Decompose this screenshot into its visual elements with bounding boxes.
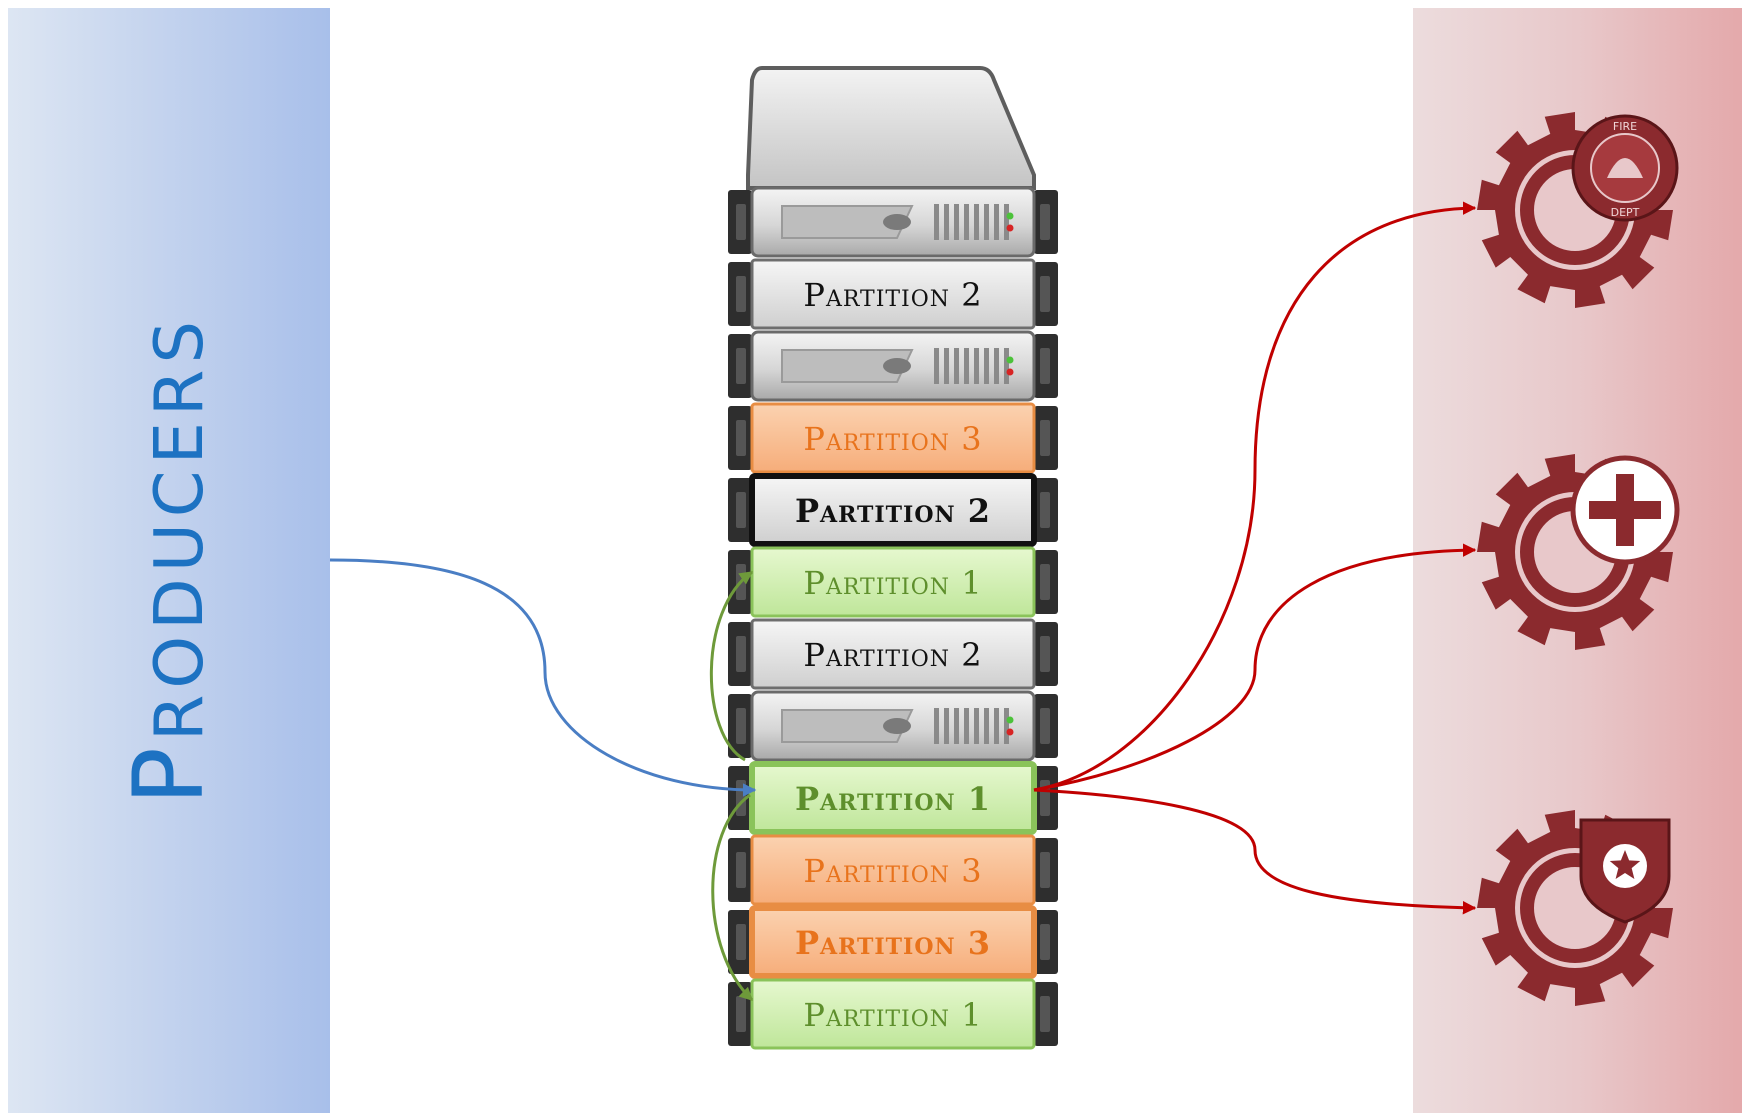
fire-badge-bottom-text: DEPT: [1611, 206, 1640, 219]
vent-slot: [984, 348, 989, 384]
partition-label: Partition 2: [803, 276, 982, 314]
rack-ear-hole: [1040, 924, 1050, 960]
rack-ear-hole: [1040, 636, 1050, 672]
power-button-icon: [883, 214, 911, 230]
vent-slot: [964, 204, 969, 240]
vent-slot: [964, 708, 969, 744]
power-button-icon: [883, 358, 911, 374]
rack-ear-hole: [736, 636, 746, 672]
consumer-arrow-medical: [1033, 543, 1477, 792]
rack-ear-hole: [1040, 204, 1050, 240]
vent-slot: [974, 348, 979, 384]
rack-ear-hole: [736, 420, 746, 456]
status-led-green: [1006, 356, 1014, 364]
partition-slot-1: Partition 1: [750, 978, 1036, 1050]
partition-label: Partition 1: [803, 564, 982, 602]
status-led-red: [1006, 368, 1014, 376]
vent-slot: [934, 708, 939, 744]
vent-slot: [954, 708, 959, 744]
rack-ear-hole: [1040, 852, 1050, 888]
vent-slot: [984, 204, 989, 240]
vent-slot: [974, 708, 979, 744]
rack-ear-hole: [736, 348, 746, 384]
fire-badge-icon: FIRE DEPT: [1571, 114, 1679, 222]
partition-slot-2-leader: Partition 2: [749, 473, 1037, 547]
partition-label: Partition 3: [803, 852, 982, 890]
partition-label: Partition 1: [795, 780, 991, 818]
rack-ear-hole: [736, 204, 746, 240]
rack-ear-hole: [1040, 996, 1050, 1032]
vent-slot: [934, 204, 939, 240]
rack-ear-hole: [1040, 420, 1050, 456]
partition-label: Partition 2: [803, 636, 982, 674]
partition-slot-1: Partition 1: [750, 546, 1036, 618]
drive-bay: [781, 205, 914, 239]
red-cross-icon: [1570, 455, 1680, 565]
vent-slot: [944, 348, 949, 384]
partition-slot-3: Partition 3: [750, 834, 1036, 906]
fire-badge-top-text: FIRE: [1613, 120, 1637, 133]
rack-ear-hole: [1040, 564, 1050, 600]
consumer-police: [1477, 810, 1673, 1006]
rack-ear-hole: [1040, 492, 1050, 528]
status-led-green: [1006, 716, 1014, 724]
vent-slot: [974, 204, 979, 240]
partition-label: Partition 2: [795, 492, 991, 530]
server-unit: [750, 690, 1036, 762]
consumer-fire-department: FIRE DEPT: [1477, 112, 1679, 308]
drive-bay: [781, 349, 914, 383]
consumer-medical: [1477, 454, 1680, 650]
rack-ear-hole: [736, 276, 746, 312]
rack-ear-hole: [1040, 276, 1050, 312]
consumer-arrow-police: [1033, 788, 1477, 915]
vent-slot: [954, 204, 959, 240]
vent-slot: [934, 348, 939, 384]
consumer-arrow-fire: [1033, 201, 1477, 792]
vent-slot: [944, 204, 949, 240]
vent-slot: [1004, 348, 1009, 384]
partition-slot-3: Partition 3: [750, 402, 1036, 474]
partition-slot-1-leader: Partition 1: [749, 761, 1037, 835]
vent-slot: [1004, 204, 1009, 240]
server-unit: [750, 330, 1036, 402]
rack-ear-hole: [736, 708, 746, 744]
vent-slot: [984, 708, 989, 744]
status-led-green: [1006, 212, 1014, 220]
rack-ear-hole: [1040, 708, 1050, 744]
status-led-red: [1006, 224, 1014, 232]
consumers-group: FIRE DEPT: [1477, 112, 1680, 1006]
producer-line: [329, 558, 757, 797]
rack-ear-hole: [736, 996, 746, 1032]
vent-slot: [964, 348, 969, 384]
vent-slot: [994, 204, 999, 240]
partition-label: Partition 3: [795, 924, 991, 962]
vent-slot: [1004, 708, 1009, 744]
partition-slot-3-leader: Partition 3: [749, 905, 1037, 979]
status-led-red: [1006, 728, 1014, 736]
rack-ear-hole: [1040, 348, 1050, 384]
vent-slot: [944, 708, 949, 744]
drive-bay: [781, 709, 914, 743]
server-top-cap: [746, 66, 1036, 190]
producers-panel: [8, 8, 330, 1113]
rack-ear-hole: [736, 492, 746, 528]
partition-label: Partition 3: [803, 420, 982, 458]
power-button-icon: [883, 718, 911, 734]
rack-ear-hole: [736, 924, 746, 960]
vent-slot: [994, 708, 999, 744]
vent-slot: [994, 348, 999, 384]
partition-slot-2: Partition 2: [750, 618, 1036, 690]
partition-slot-2: Partition 2: [750, 258, 1036, 330]
police-shield-icon: [1579, 818, 1671, 924]
server-unit: [750, 186, 1036, 258]
server-rack: Partition 2 Partition 3 Partition 2 Partiti…: [728, 186, 1058, 1050]
partition-label: Partition 1: [803, 996, 982, 1034]
vent-slot: [954, 348, 959, 384]
replication-arrow-up: [709, 570, 754, 762]
replication-arrow-down: [711, 793, 754, 1002]
rack-ear-hole: [736, 852, 746, 888]
